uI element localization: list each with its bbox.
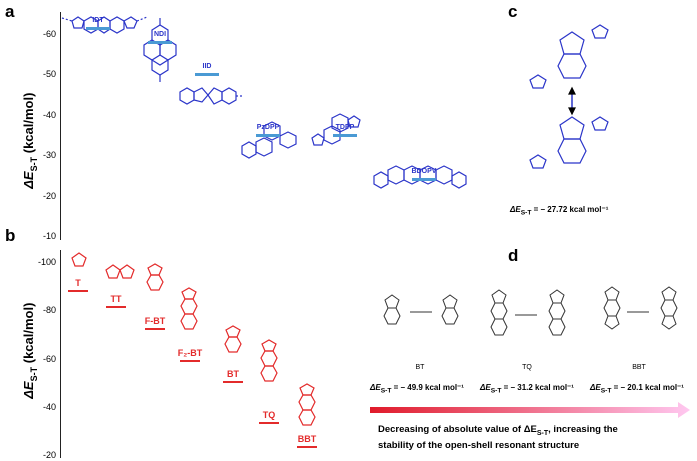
panel-b-bar [259,422,279,425]
bbt-closed [603,286,621,330]
panel-b-molecule-label: F-BT [144,316,166,327]
tq-closed [490,289,508,336]
tt-structure [105,264,135,279]
panel-a-tick: -30 [42,150,56,161]
bt-closed [383,294,401,325]
panel-b-y-axis [60,250,61,458]
panel-b-tick: -60 [42,353,56,364]
panel-a-y-axis [60,12,61,240]
panel-a-molecule-label: NDI [153,31,167,39]
bt-open [441,294,459,325]
panel-b-molecule-label: TT [110,294,122,305]
panel-a-molecule-label: IID [202,63,212,71]
panel-a-tick: -60 [42,29,56,39]
bbt-energy: ΔES-T = – 20.1 kcal mol⁻¹ [590,383,684,395]
panel-a-tick: -20 [42,190,56,201]
tq-label: TQ [522,364,532,371]
bt-energy: ΔES-T = – 49.9 kcal mol⁻¹ [370,383,464,395]
panel-letter-b: b [5,226,16,245]
panel-a-tick: -40 [42,109,56,120]
panel-a-tick: -50 [42,69,56,80]
panel-b-molecule-label: T [75,277,81,288]
panel-c-energy: ΔES-T = – 27.72 kcal mol⁻¹ [510,205,609,217]
tq-energy: ΔES-T = – 31.2 kcal mol⁻¹ [480,383,574,395]
bbt-structure [298,383,316,426]
tdpp-structure [311,113,361,146]
panel-b-bar [68,289,88,292]
panel-b-bar [106,306,126,309]
bt-structure [224,325,242,353]
panel-a-bar [148,41,172,45]
fbt-structure [146,263,164,291]
panel-a-bar [412,178,436,182]
iid-structure [179,87,244,105]
ndi-structure [143,18,177,82]
panel-letter-c: c [508,2,518,21]
panel-b-bar [145,328,165,331]
tq-structure [260,339,278,382]
panel-b-bar [297,446,317,449]
panel-d-caption: Decreasing of absolute value of ΔES-T, i… [378,424,618,451]
panel-b-molecule-label: TQ [262,410,276,421]
panel-b-tick: -20 [42,450,56,460]
panel-b-molecule-label: BT [227,369,239,380]
panel-b-bar [223,381,243,384]
panel-letter-d: d [508,246,519,265]
bbt-open [660,286,678,330]
panel-a-bar [333,133,357,137]
panel-a-bar [256,133,280,137]
panel-a-molecule-label: BDOPV [411,168,437,176]
panel-letter-a: a [5,2,15,21]
panel-b-molecule-label: F₂-BT [177,347,203,358]
gradient-arrow [370,402,690,418]
panel-c-structures [529,24,609,169]
panel-a-molecule-label: PzDPP [256,123,280,131]
dpp-diradical [529,116,609,169]
bbt-label: BBT [632,364,646,371]
bt-label: BT [415,364,425,371]
panel-a-bar [195,73,219,77]
f2bt-structure [180,287,198,330]
t-structure [71,252,87,267]
tq-open [548,289,566,336]
panel-b-tick: -40 [42,401,56,412]
panel-a-molecule-label: IDT [92,16,104,24]
panel-b-tick: -100 [37,257,56,267]
panel-a-molecule-label: TDPP [335,123,355,131]
panel-b-molecule-label: BBT [297,434,317,445]
dpp-quinoid [529,24,609,89]
panel-a-bar [86,26,110,30]
panel-b-tick: -80 [42,305,56,316]
panel-b-bar [180,359,200,362]
panel-a-tick: -10 [42,231,56,241]
